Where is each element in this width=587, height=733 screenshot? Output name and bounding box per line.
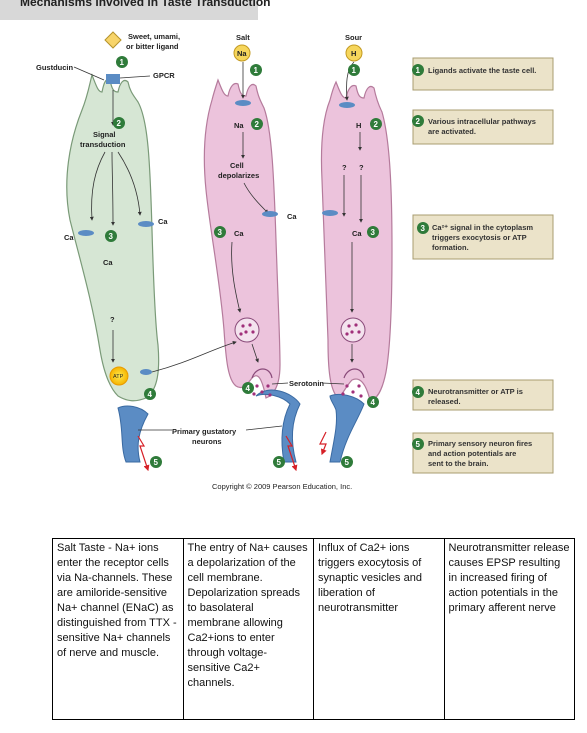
notes-row: Salt Taste - Na+ ions enter the receptor… — [52, 538, 575, 720]
question-mark-1: ? — [110, 315, 115, 324]
ca-label-inside: Ca — [103, 258, 113, 267]
primary-gustatory-label: Primary gustatory — [172, 427, 237, 436]
ca-label-salt-outside: Ca — [287, 212, 297, 221]
neuron-left — [117, 405, 149, 463]
exocytosis-sour — [343, 368, 365, 379]
svg-text:4: 4 — [246, 384, 251, 393]
svg-text:5: 5 — [416, 440, 421, 449]
note-salt-taste: Salt Taste - Na+ ions enter the receptor… — [52, 538, 184, 720]
svg-text:2: 2 — [255, 120, 260, 129]
exocytosis-salt — [251, 368, 273, 379]
salt-label: Salt — [236, 33, 250, 42]
svg-text:5: 5 — [154, 458, 159, 467]
page-title: Mechanisms involved in Taste Transductio… — [20, 0, 271, 9]
note-calcium-influx: Influx of Ca2+ ions triggers exocytosis … — [313, 538, 445, 720]
neuron-right — [329, 393, 365, 463]
question-mark-3: ? — [359, 163, 364, 172]
svg-text:released.: released. — [428, 397, 461, 406]
atp-burst — [109, 366, 129, 386]
ca-label-left: Ca — [64, 233, 74, 242]
question-mark-2: ? — [342, 163, 347, 172]
svg-text:3: 3 — [218, 228, 223, 237]
gpcr-receptor — [106, 74, 120, 84]
svg-text:5: 5 — [345, 458, 350, 467]
svg-text:formation.: formation. — [432, 243, 469, 252]
svg-text:1: 1 — [254, 66, 259, 75]
ca-label-right: Ca — [158, 217, 168, 226]
svg-text:3: 3 — [371, 228, 376, 237]
svg-text:triggers exocytosis or ATP: triggers exocytosis or ATP — [432, 233, 527, 242]
vesicle-sour — [340, 317, 366, 343]
note-depolarization: The entry of Na+ causes a depolarization… — [182, 538, 314, 720]
svg-text:are activated.: are activated. — [428, 127, 476, 136]
voltage-ca-channel-sour — [322, 210, 338, 216]
h-inside-label: H — [356, 121, 361, 130]
note-neurotransmitter: Neurotransmitter release causes EPSP res… — [443, 538, 575, 720]
signal-label: Signal — [93, 130, 116, 139]
svg-text:2: 2 — [374, 120, 379, 129]
svg-text:1: 1 — [120, 58, 125, 67]
na-inside-label: Na — [234, 121, 244, 130]
neurons-label: neurons — [192, 437, 222, 446]
ca-channel-right — [138, 221, 154, 227]
svg-text:Neurotransmitter or ATP is: Neurotransmitter or ATP is — [428, 387, 523, 396]
h-ion-label: H — [351, 49, 356, 58]
svg-text:3: 3 — [109, 232, 114, 241]
svg-text:1: 1 — [352, 66, 357, 75]
gpcr-label: GPCR — [153, 71, 175, 80]
taste-transduction-diagram: Sweet, umami, or bitter ligand Salt Na S… — [36, 31, 554, 491]
svg-text:Ligands activate the taste cel: Ligands activate the taste cell. — [428, 66, 536, 75]
step-box-1: 1 Ligands activate the taste cell. — [412, 57, 554, 91]
svg-text:4: 4 — [371, 398, 376, 407]
na-ion — [233, 44, 251, 62]
ligand-label-2: or bitter ligand — [126, 42, 179, 51]
na-ion-label: Na — [237, 49, 247, 58]
h-ion — [345, 44, 363, 62]
step-box-4: 4 Neurotransmitter or ATP is released. — [412, 379, 554, 411]
atp-label: ATP — [113, 374, 124, 380]
svg-text:Primary sensory neuron fires: Primary sensory neuron fires — [428, 439, 532, 448]
step-box-2: 2 Various intracellular pathways are act… — [412, 109, 554, 145]
svg-text:2: 2 — [117, 119, 122, 128]
svg-text:1: 1 — [416, 66, 421, 75]
salt-taste-cell — [203, 78, 281, 399]
cell-label: Cell — [230, 161, 244, 170]
serotonin-label: Serotonin — [289, 379, 324, 388]
svg-text:3: 3 — [421, 224, 426, 233]
svg-text:4: 4 — [148, 390, 153, 399]
ca-channel-left — [78, 230, 94, 236]
svg-text:Ca²⁺ signal in the cytoplasm: Ca²⁺ signal in the cytoplasm — [432, 223, 533, 232]
header-bar: Mechanisms involved in Taste Transductio… — [0, 0, 271, 20]
sour-label: Sour — [345, 33, 362, 42]
atp-channel — [140, 369, 152, 375]
svg-text:and action potentials are: and action potentials are — [428, 449, 516, 458]
gustducin-label: Gustducin — [36, 63, 74, 72]
depolarizes-label: depolarizes — [218, 171, 259, 180]
voltage-ca-channel-salt — [262, 211, 278, 217]
diagram-step-badges: 1 1 1 2 2 2 3 3 3 4 4 4 5 5 5 — [105, 56, 382, 468]
svg-text:4: 4 — [416, 388, 421, 397]
action-potential-arrows — [137, 431, 327, 472]
ca-label-salt-inside: Ca — [234, 229, 244, 238]
copyright: Copyright © 2009 Pearson Education, Inc. — [212, 482, 352, 491]
step-box-5: 5 Primary sensory neuron fires and actio… — [412, 432, 554, 474]
h-channel — [339, 102, 355, 108]
svg-text:2: 2 — [416, 117, 421, 126]
step-box-3: 3 Ca²⁺ signal in the cytoplasm triggers … — [412, 214, 554, 260]
ligand-diamond — [104, 31, 122, 49]
vesicle-salt — [234, 317, 260, 343]
transduction-label: transduction — [80, 140, 126, 149]
na-channel — [235, 100, 251, 106]
neuron-middle — [255, 389, 301, 463]
ca-label-sour-inside: Ca — [352, 229, 362, 238]
svg-text:sent to the brain.: sent to the brain. — [428, 459, 488, 468]
notes-table: Salt Taste - Na+ ions enter the receptor… — [52, 538, 575, 720]
svg-text:5: 5 — [277, 458, 282, 467]
ligand-label: Sweet, umami, — [128, 32, 180, 41]
svg-text:Various intracellular pathways: Various intracellular pathways — [428, 117, 536, 126]
